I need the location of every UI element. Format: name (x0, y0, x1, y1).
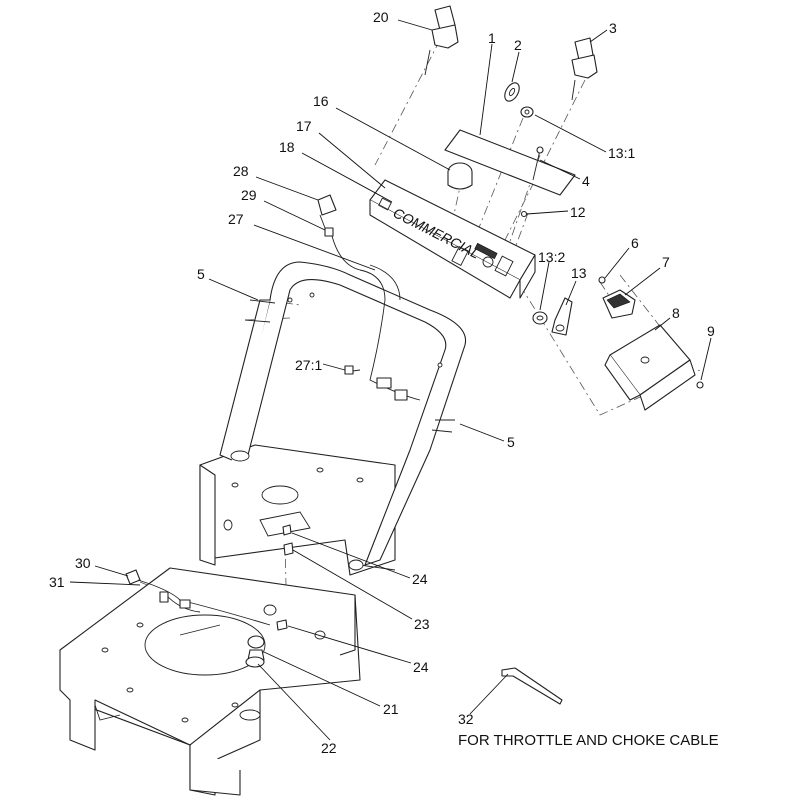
leader-lines (69, 19, 712, 741)
bracket-13 (551, 297, 573, 336)
callout-8: 8 (672, 305, 680, 321)
choke-lever-3 (571, 37, 598, 101)
callout-17: 17 (296, 118, 312, 134)
callout-4: 4 (582, 173, 590, 189)
cable-note: FOR THROTTLE AND CHOKE CABLE (458, 732, 719, 749)
screw-6 (598, 276, 606, 284)
connector-29 (324, 227, 334, 237)
control-panel: COMMERCIAL (369, 179, 536, 299)
key-16 (447, 162, 473, 190)
callout-18: 18 (279, 139, 295, 155)
cable-tie-32 (501, 667, 563, 705)
callout-22: 22 (321, 740, 337, 756)
screw-4 (532, 146, 544, 181)
callout-27: 27 (228, 211, 244, 227)
nut-12 (520, 210, 528, 218)
callout-27-1: 27:1 (295, 357, 322, 373)
callout-labels: 20 3 1 2 16 17 13:1 18 4 28 29 12 27 6 1… (49, 9, 719, 756)
grommet-21-22 (245, 635, 265, 668)
callout-28: 28 (233, 163, 249, 179)
decal-1 (444, 129, 576, 196)
callout-5-lower: 5 (507, 434, 515, 450)
callout-13: 13 (571, 265, 587, 281)
callout-20: 20 (373, 9, 389, 25)
washer-13-2 (532, 311, 548, 325)
grommet-2 (504, 82, 520, 102)
callout-6: 6 (631, 235, 639, 251)
switch-28 (317, 194, 337, 229)
washer-13-1 (520, 106, 534, 118)
fasteners-24-23 (276, 524, 294, 631)
callout-31: 31 (49, 574, 65, 590)
cable-30-31 (125, 569, 271, 626)
callout-3: 3 (609, 20, 617, 36)
callout-16: 16 (313, 93, 329, 109)
chassis-frame (59, 444, 396, 796)
callout-32: 32 (458, 711, 474, 727)
screw-9 (696, 381, 704, 389)
mount-bracket-8 (604, 324, 696, 411)
callout-29: 29 (241, 187, 257, 203)
callout-21: 21 (383, 701, 399, 717)
callout-5-upper: 5 (197, 266, 205, 282)
callout-7: 7 (662, 254, 670, 270)
callout-13-1: 13:1 (608, 145, 635, 161)
hour-meter-7 (602, 289, 636, 319)
callout-23: 23 (414, 616, 430, 632)
callout-24-upper: 24 (412, 571, 428, 587)
throttle-lever-20 (424, 5, 459, 76)
callout-13-2: 13:2 (538, 249, 565, 265)
callout-30: 30 (75, 555, 91, 571)
callout-24-lower: 24 (413, 659, 429, 675)
handle-tube (219, 261, 467, 571)
callout-12: 12 (570, 204, 586, 220)
callout-2: 2 (514, 37, 522, 53)
callout-1: 1 (488, 30, 496, 46)
bolts-5 (244, 299, 455, 433)
callout-9: 9 (707, 323, 715, 339)
wire-harness-27 (331, 235, 421, 401)
